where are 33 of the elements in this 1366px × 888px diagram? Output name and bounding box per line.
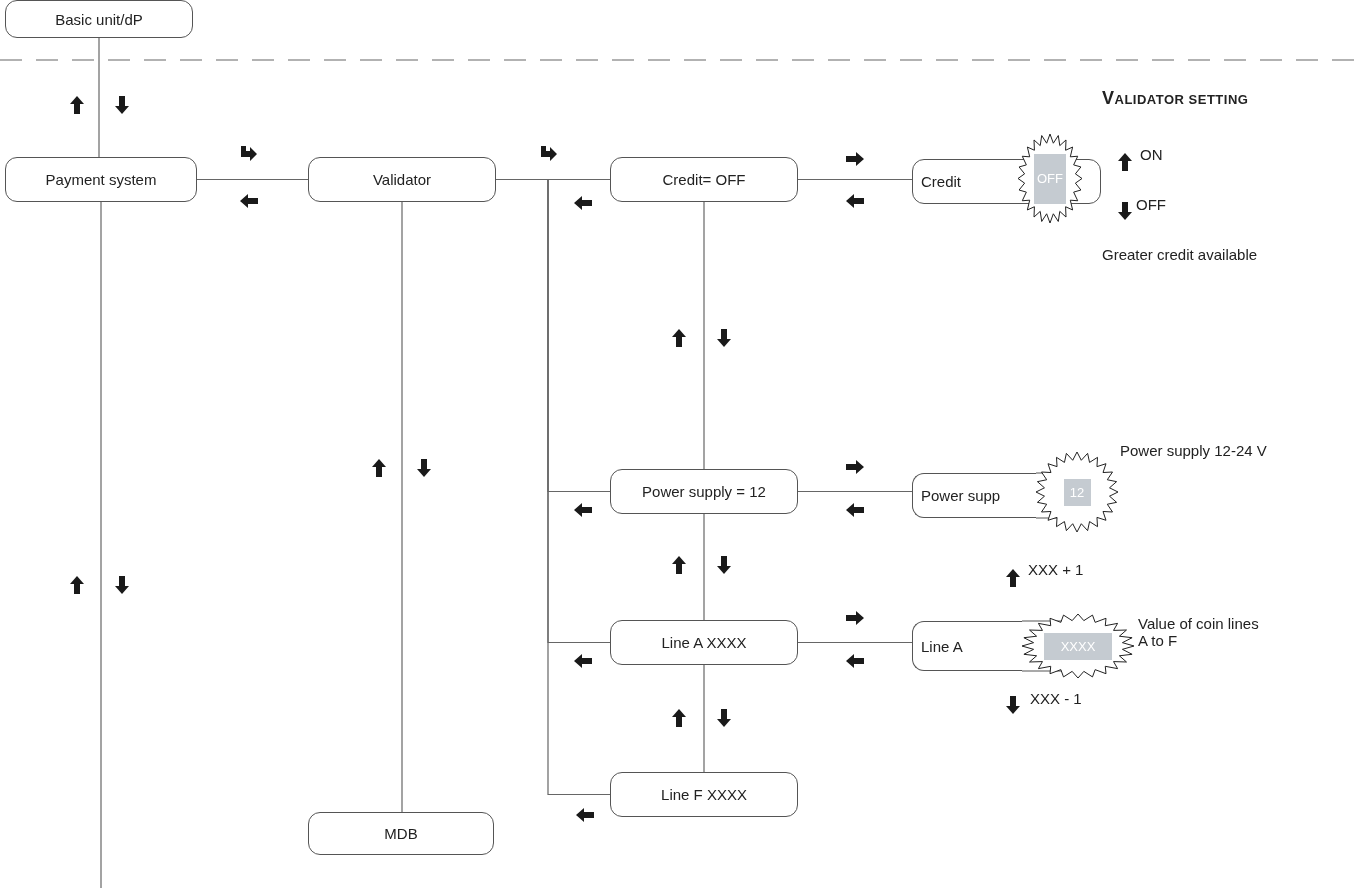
- connector-line: [797, 490, 913, 493]
- menu-box: Power supp: [912, 473, 1038, 518]
- menu-box: Line A: [912, 621, 1024, 671]
- starburst-shape: [1022, 614, 1134, 678]
- menu-box: MDB: [308, 812, 494, 855]
- starburst-shape: [1036, 452, 1118, 532]
- menu-box: Validator: [308, 157, 496, 202]
- value-display: OFF: [1034, 153, 1066, 204]
- note-text: XXX + 1: [1028, 561, 1084, 578]
- note-text: ON: [1140, 146, 1163, 163]
- menu-box: Payment system: [5, 157, 197, 202]
- note-text: Power supply 12-24 V: [1120, 442, 1267, 459]
- note-text: OFF: [1136, 196, 1166, 213]
- connector-line: [797, 641, 913, 644]
- connector-line: [703, 513, 705, 621]
- menu-box: Power supply = 12: [610, 469, 798, 514]
- connector-line: [797, 178, 913, 181]
- starburst-shape: [1018, 134, 1082, 223]
- note-text: XXX - 1: [1030, 690, 1082, 707]
- menu-box: Line A XXXX: [610, 620, 798, 665]
- value-display: XXXX: [1044, 632, 1112, 660]
- connector-line: [100, 201, 102, 888]
- connector-line: [196, 178, 309, 181]
- connector-line: [401, 201, 403, 813]
- note-text: Value of coin lines A to F: [1138, 615, 1260, 649]
- note-text: Greater credit available: [1102, 246, 1258, 263]
- connector-line: [703, 201, 705, 470]
- menu-box: Basic unit/dP: [5, 0, 193, 38]
- menu-box: Line F XXXX: [610, 772, 798, 817]
- menu-box: Credit= OFF: [610, 157, 798, 202]
- connector-line: [703, 664, 705, 773]
- connector-line: [98, 37, 100, 158]
- section-heading: VALIDATOR SETTING: [1102, 88, 1249, 109]
